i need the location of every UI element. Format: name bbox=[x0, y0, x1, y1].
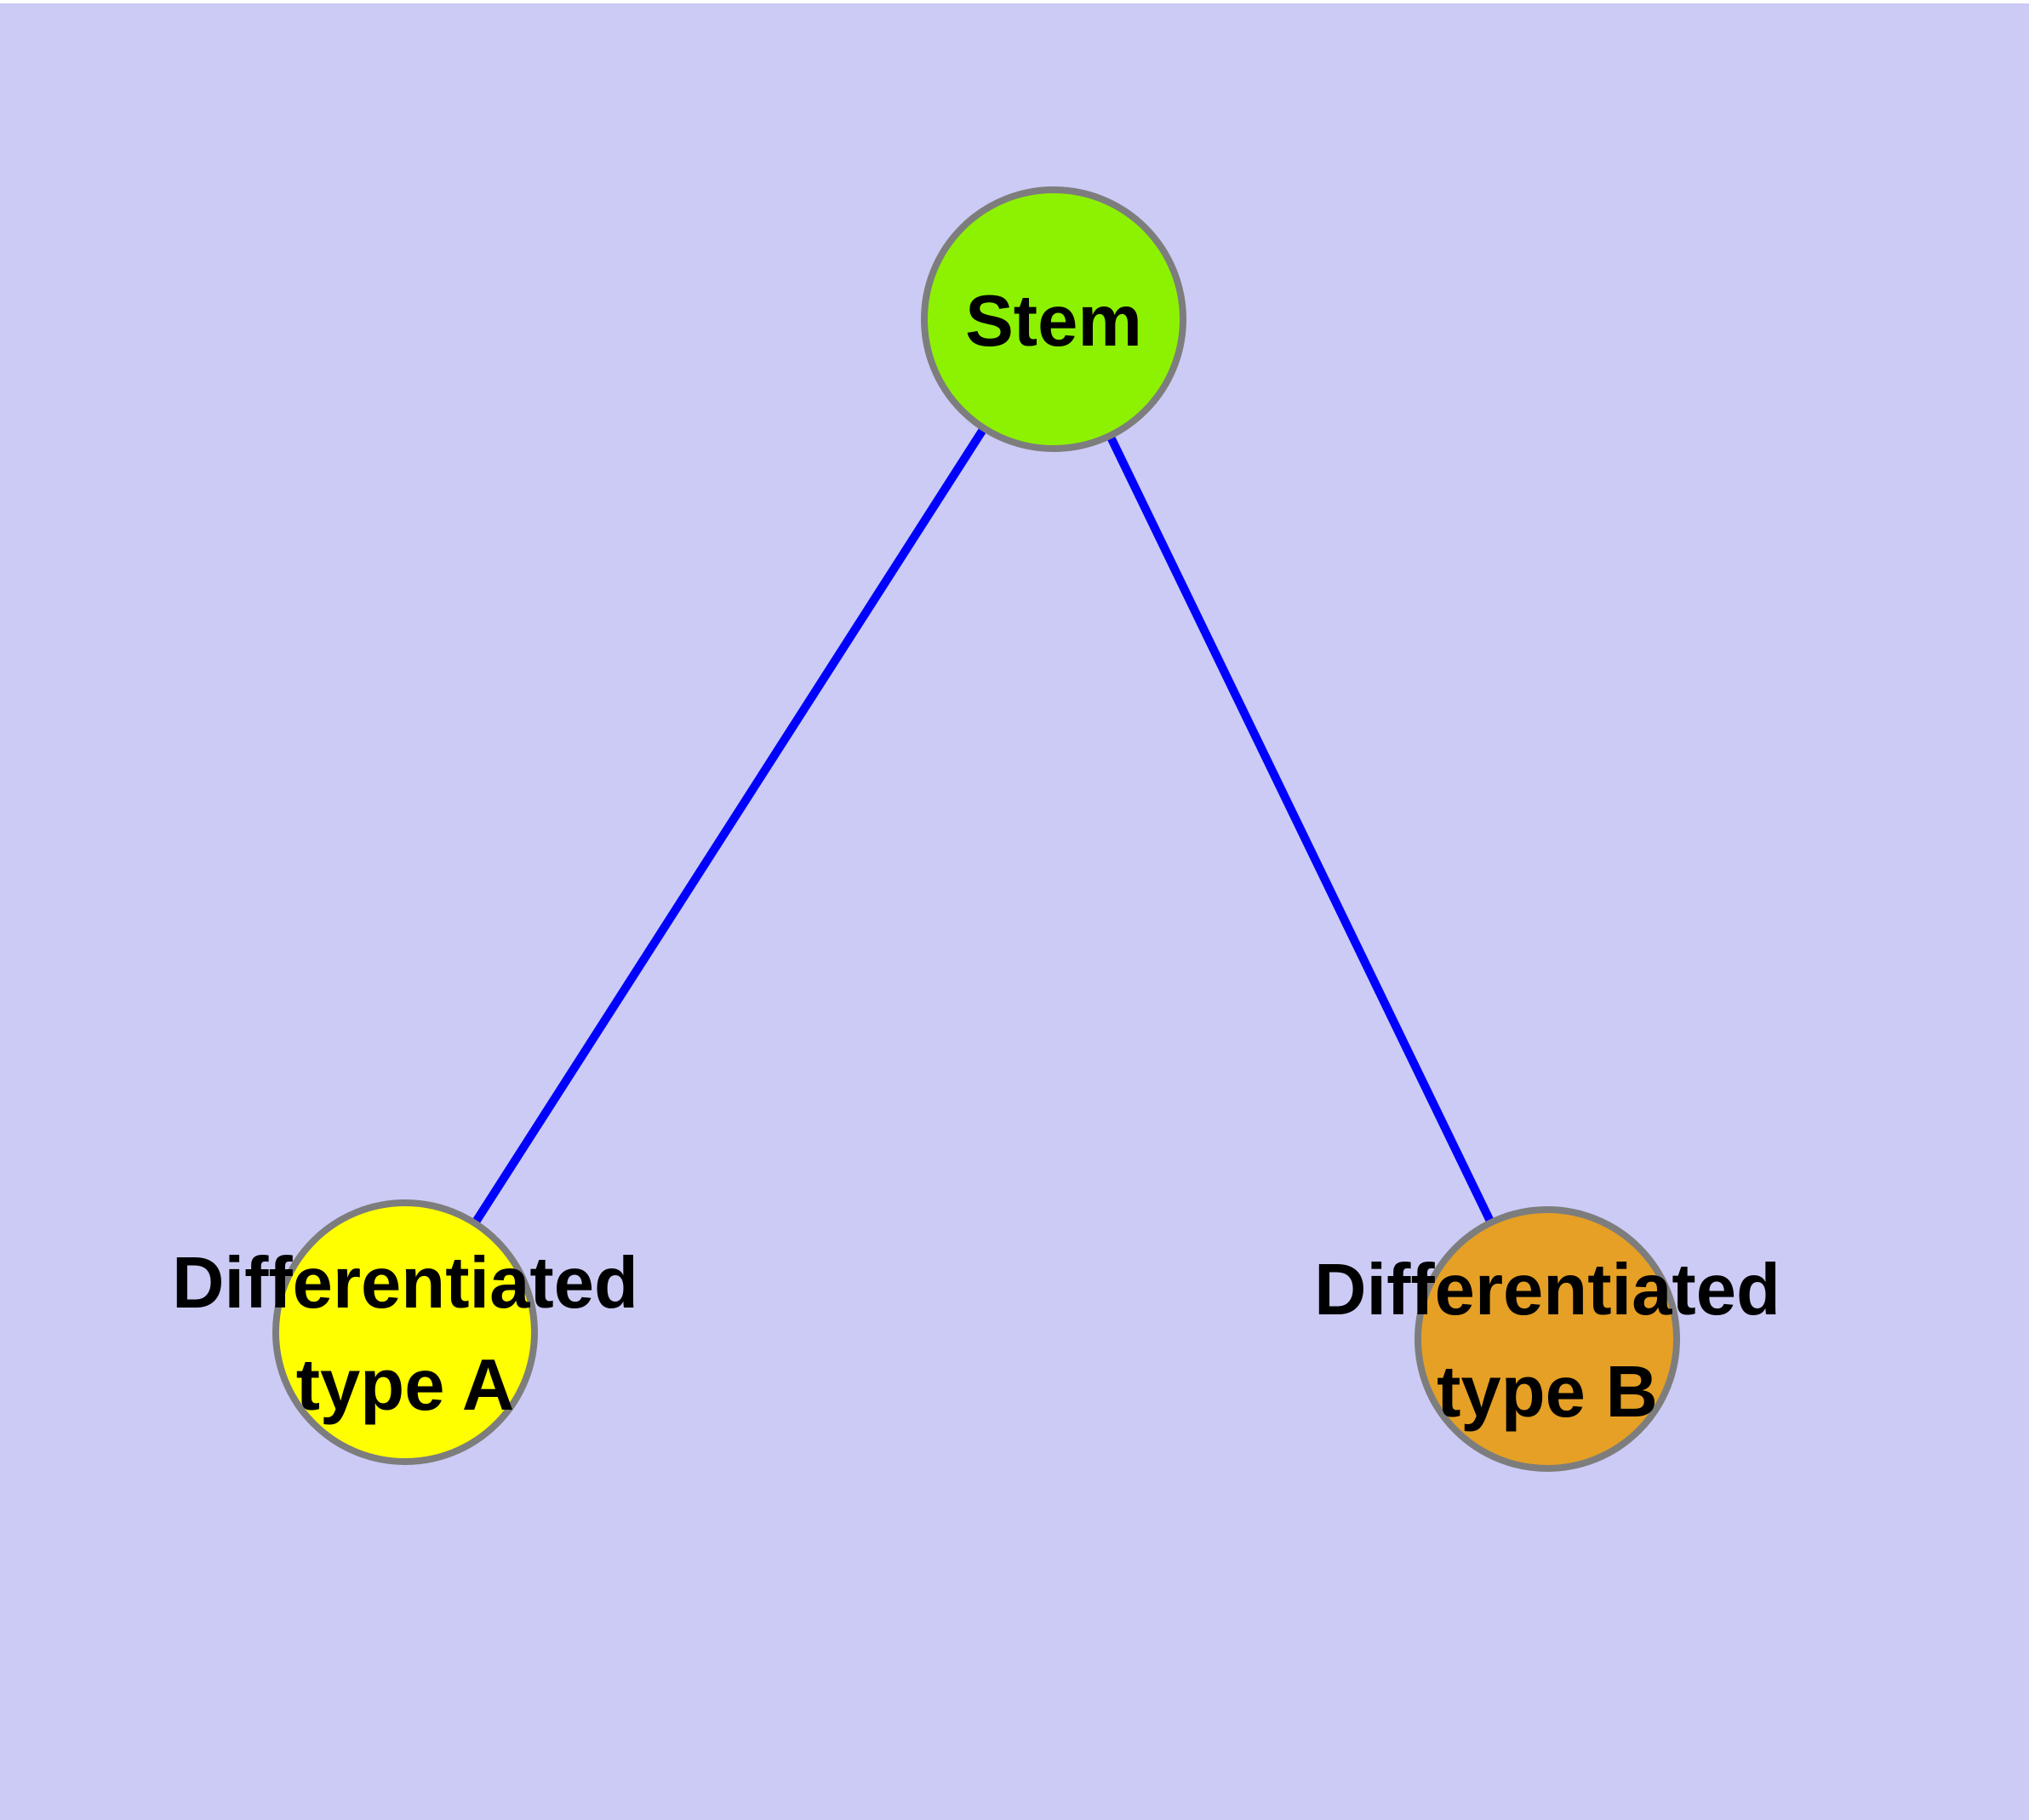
node-label-differentiated-type-b: Differentiated type B bbox=[1314, 1250, 1780, 1433]
edge-stem-to-differentiated-type-a bbox=[401, 317, 1058, 1335]
node-label-line: type B bbox=[1437, 1352, 1658, 1433]
node-differentiated-type-b bbox=[1415, 1206, 1680, 1472]
node-label-line: Differentiated bbox=[172, 1243, 638, 1324]
node-label-line: type A bbox=[296, 1345, 515, 1426]
top-margin-strip bbox=[0, 0, 2029, 3]
node-differentiated-type-a bbox=[272, 1199, 538, 1465]
node-label-differentiated-type-a: Differentiated type A bbox=[172, 1243, 638, 1426]
edge-stem-to-differentiated-type-b bbox=[1049, 317, 1552, 1342]
node-label-line: Stem bbox=[965, 281, 1142, 362]
node-label-stem: Stem bbox=[965, 281, 1142, 362]
node-label-line: Differentiated bbox=[1314, 1250, 1780, 1331]
node-stem bbox=[921, 186, 1186, 452]
